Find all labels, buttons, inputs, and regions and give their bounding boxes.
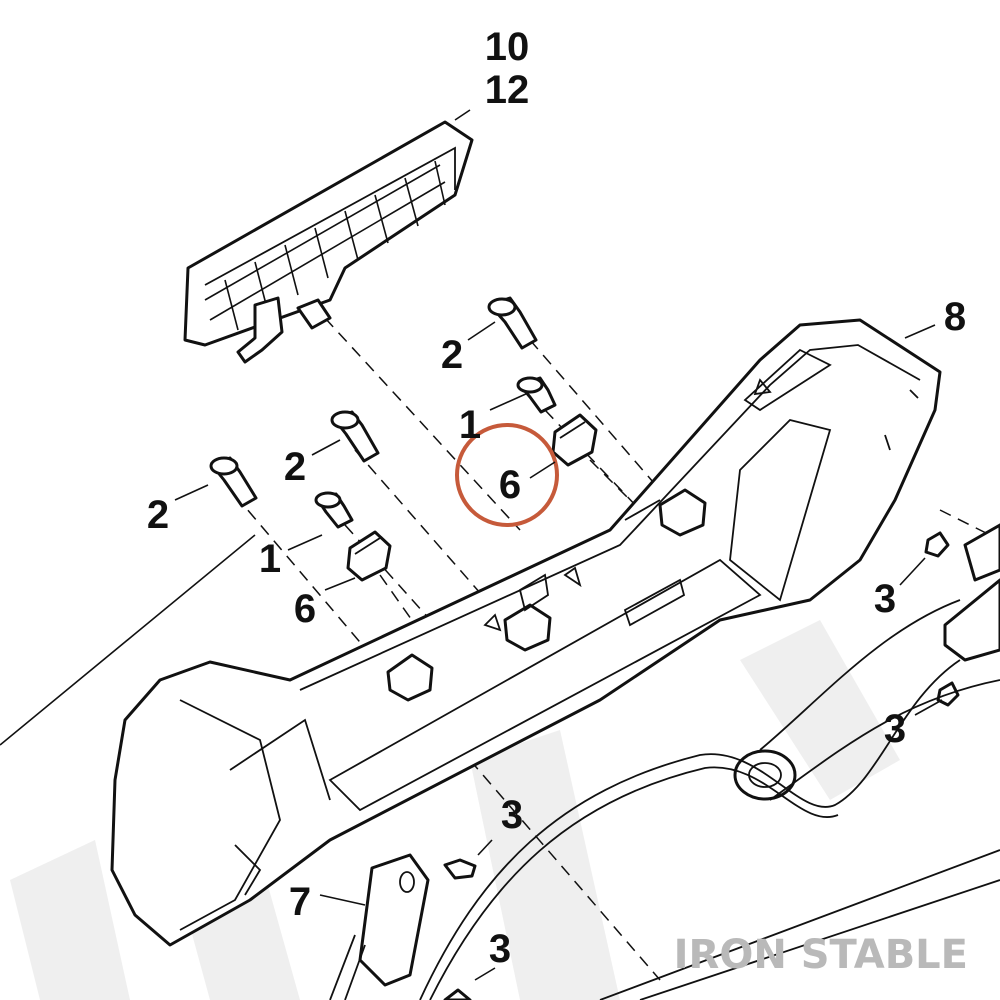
callout-lamp: 7	[289, 880, 311, 924]
callout-screw-b2: 3	[489, 927, 511, 971]
callout-top-b: 12	[485, 68, 530, 112]
wiring-assembly	[419, 523, 1000, 1000]
callout-bolt-left: 2	[147, 493, 169, 537]
callout-screw-upper: 1	[459, 403, 481, 447]
callout-nut-upper: 6	[499, 463, 521, 507]
main-housing-part	[110, 318, 942, 947]
callout-housing: 8	[944, 295, 966, 339]
callout-nut-left: 6	[294, 587, 316, 631]
highlight-circle	[455, 423, 559, 527]
grille-cover-part	[183, 120, 474, 364]
callout-bolt-upper: 2	[441, 333, 463, 377]
callout-screw-r2: 3	[884, 707, 906, 751]
callout-top-a: 10	[485, 25, 530, 69]
callout-labels: 10 12 8 2 2 2 1 1 6 6 3 3 3 7 3	[147, 25, 966, 971]
lamp-part	[329, 853, 477, 1000]
brand-watermark: IRON STABLE	[674, 932, 968, 978]
callout-screw-b1: 3	[501, 793, 523, 837]
callout-bolt-mid: 2	[284, 445, 306, 489]
callout-screw-left: 1	[259, 537, 281, 581]
small-hardware	[209, 296, 598, 582]
leader-lines	[0, 109, 943, 981]
callout-screw-r1: 3	[874, 577, 896, 621]
